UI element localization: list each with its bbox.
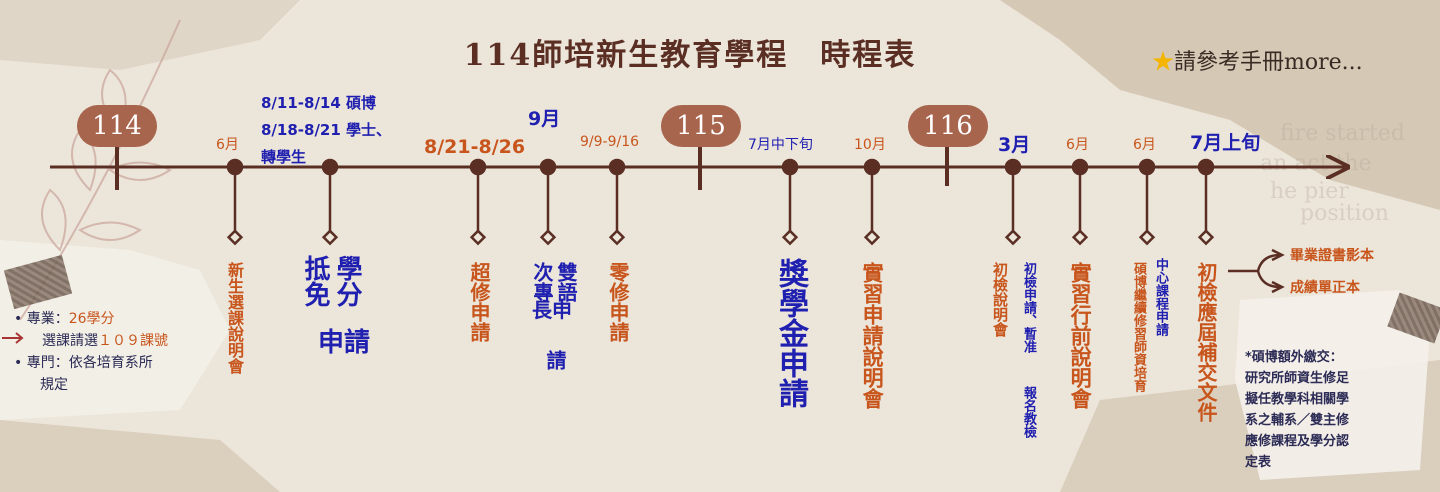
event-credit-waiver-1: 學分 bbox=[332, 255, 362, 307]
date-reg-ms: 8/11-8/14 碩博 bbox=[261, 94, 377, 112]
note-line: 選課請選１０９課號 bbox=[42, 333, 168, 349]
date-sep-2: 9/9-9/16 bbox=[580, 134, 640, 150]
note-line: 應修課程及學分認 bbox=[1245, 434, 1350, 449]
handbook-hint: ★請參考手冊more... bbox=[1152, 44, 1363, 76]
date-jun-1: 6月 bbox=[216, 137, 239, 153]
event-bilingual-1: 雙語 bbox=[554, 262, 578, 302]
svg-text:position: position bbox=[1300, 201, 1389, 226]
note-line: 定表 bbox=[1245, 455, 1272, 470]
event-internship-orientation: 實習申請說明會 bbox=[860, 262, 885, 409]
event-internship-prep: 實習行前說明會 bbox=[1068, 262, 1093, 409]
star-icon: ★ bbox=[1152, 50, 1175, 75]
right-note: *碩博額外繳交： 研究所師資生修足 擬任教學科相關學 系之輔系／雙主修 應修課程… bbox=[1245, 347, 1435, 473]
event-scholarship: 獎學金申請 bbox=[773, 258, 808, 408]
svg-text:fire started: fire started bbox=[1280, 121, 1405, 146]
page-title: 114師培新生教育學程 時程表 bbox=[463, 38, 917, 73]
date-jun-2: 6月 bbox=[1066, 137, 1089, 153]
event-zero-credit: 零修申請 bbox=[606, 262, 630, 342]
event-bilingual-2: 次專 bbox=[530, 262, 554, 302]
note-line: *碩博額外繳交： bbox=[1245, 350, 1343, 365]
svg-text:he pier: he pier bbox=[1270, 179, 1349, 204]
date-oct: 10月 bbox=[854, 137, 886, 153]
event-precheck-apply-2: 報名教檢 bbox=[1020, 386, 1036, 438]
date-jul-2: 7月上旬 bbox=[1190, 132, 1261, 154]
event-bilingual-3: 長申 bbox=[532, 298, 572, 322]
event-continue-study: 碩博繼續修習師資培育 bbox=[1130, 262, 1146, 392]
branch-arrows bbox=[2, 248, 1285, 344]
year-badge-115: 115 bbox=[661, 105, 741, 147]
note-line: • 專門：依各培育系所 bbox=[14, 355, 153, 371]
note-line: 研究所師資生修足 bbox=[1245, 371, 1350, 386]
branch-diploma: 畢業證書影本 bbox=[1290, 248, 1374, 264]
branch-transcript: 成績單正本 bbox=[1290, 280, 1360, 296]
event-precheck-apply-1: 初檢申請、暫准 bbox=[1020, 262, 1036, 353]
event-center-course: 中心課程申請 bbox=[1152, 258, 1168, 336]
event-bilingual-4: 請 bbox=[543, 350, 567, 370]
handbook-hint-text: 請參考手冊more... bbox=[1174, 50, 1363, 75]
date-reg-tr: 轉學生 bbox=[261, 148, 307, 166]
event-overload: 超修申請 bbox=[467, 262, 491, 342]
date-jul: 7月中下旬 bbox=[748, 137, 813, 153]
note-line: 系之輔系／雙主修 bbox=[1245, 413, 1350, 428]
event-credit-waiver-3: 申請 bbox=[318, 328, 371, 358]
date-mar: 3月 bbox=[998, 134, 1031, 156]
note-line: 規定 bbox=[40, 377, 68, 393]
event-supplement-docs: 初檢應屆補交文件 bbox=[1194, 262, 1218, 422]
year-badge-116: 116 bbox=[908, 105, 988, 147]
date-aug: 8/21-8/26 bbox=[424, 136, 526, 158]
date-jun-3: 6月 bbox=[1133, 137, 1156, 153]
event-course-orientation: 新生選課說明會 bbox=[225, 262, 244, 374]
date-sep: 9月 bbox=[528, 108, 561, 130]
event-precheck-orientation: 初檢說明會 bbox=[991, 262, 1009, 337]
year-badge-114: 114 bbox=[77, 105, 157, 147]
note-line: • 專業：26學分 bbox=[14, 311, 115, 327]
note-line: 擬任教學科相關學 bbox=[1245, 392, 1350, 407]
event-stems bbox=[226, 158, 1215, 246]
event-credit-waiver-2: 抵免 bbox=[300, 255, 330, 307]
left-note: • 專業：26學分 選課請選１０９課號 • 專門：依各培育系所 規定 bbox=[14, 308, 239, 396]
date-reg-ba: 8/18-8/21 學士、 bbox=[261, 121, 392, 139]
svg-text:an act the: an act the bbox=[1260, 151, 1372, 176]
